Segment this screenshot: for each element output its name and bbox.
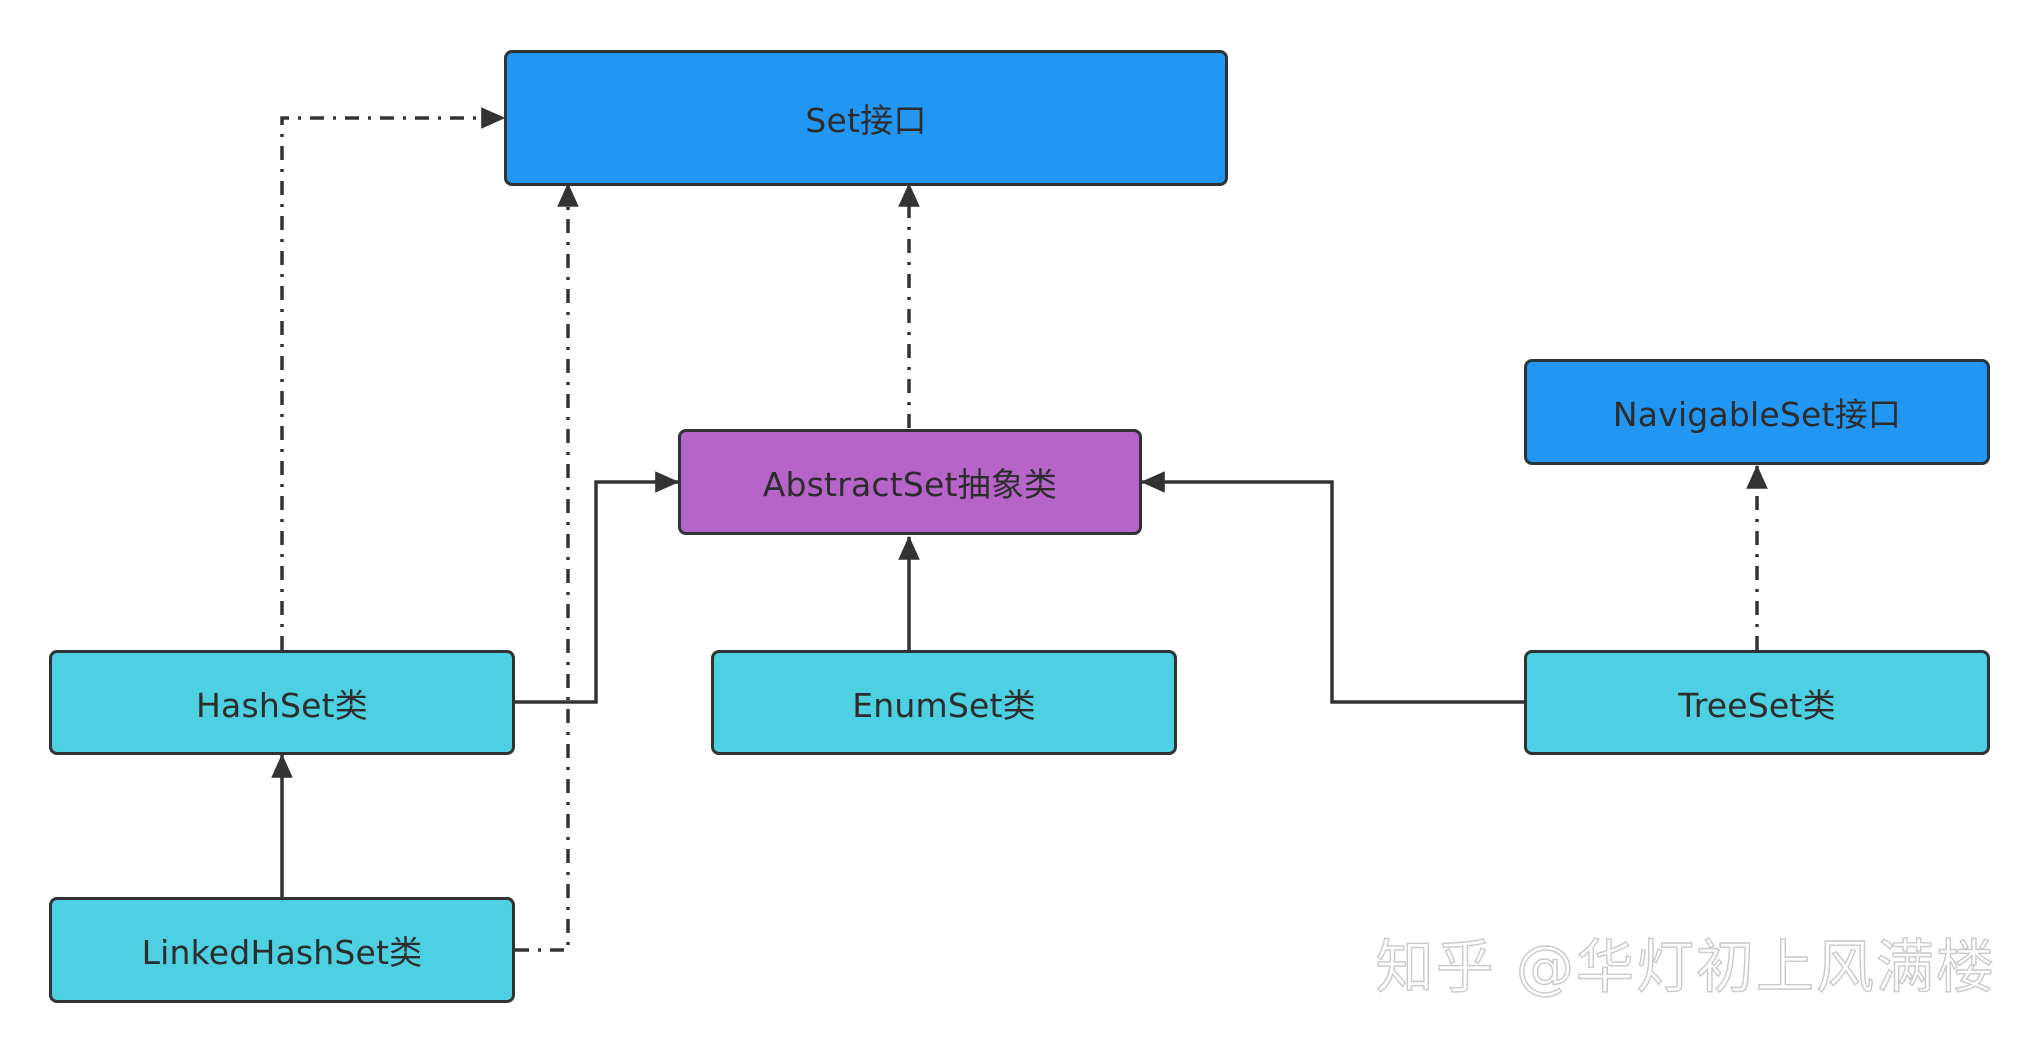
hashset-label: HashSet类: [196, 685, 368, 725]
edge-linkedhashset-to-set: [515, 182, 579, 952]
treeset-node[interactable]: TreeSet类: [1524, 650, 1990, 755]
enumset-node[interactable]: EnumSet类: [711, 650, 1177, 755]
edge-hashset-to-abstractset: [515, 471, 680, 704]
watermark-text: 知乎 @华灯初上风满楼: [1375, 932, 1996, 1001]
navigableset-interface-label: NavigableSet接口: [1612, 395, 1902, 434]
linkedhashset-label: LinkedHashSet类: [141, 933, 423, 972]
linkedhashset-node[interactable]: LinkedHashSet类: [49, 897, 515, 1003]
hashset-node[interactable]: HashSet类: [49, 650, 515, 755]
abstractset-label: AbstractSet抽象类: [762, 465, 1058, 504]
edge-treeset-to-abstractset: [1140, 471, 1524, 704]
navigableset-interface-node[interactable]: NavigableSet接口: [1524, 359, 1990, 465]
treeset-label: TreeSet类: [1678, 685, 1836, 725]
edge-hashset-to-set: [280, 107, 506, 650]
set-interface-label: Set接口: [805, 101, 927, 140]
set-interface-node[interactable]: Set接口: [504, 50, 1228, 186]
abstractset-node[interactable]: AbstractSet抽象类: [678, 429, 1142, 535]
enumset-label: EnumSet类: [852, 685, 1036, 725]
